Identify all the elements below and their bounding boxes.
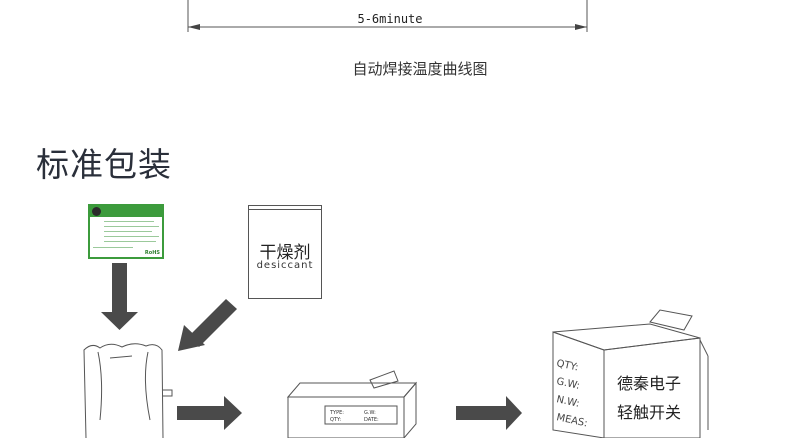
rohs-product-label: RoHS bbox=[88, 204, 164, 259]
box-label-gw: G.W: bbox=[364, 410, 376, 416]
duration-label: 5-6minute bbox=[357, 12, 423, 26]
right-arrow-icon bbox=[456, 396, 522, 430]
carton-label-line1: 德秦电子 bbox=[617, 374, 682, 393]
down-arrow-icon bbox=[101, 263, 138, 330]
desiccant-label-en: desiccant bbox=[256, 260, 314, 271]
box-label-qty: QTY: bbox=[330, 417, 341, 423]
desiccant-packet: 干燥剂 desiccant bbox=[248, 205, 322, 299]
label-line bbox=[104, 221, 154, 222]
esd-bag bbox=[83, 343, 173, 438]
desiccant-seal bbox=[248, 205, 322, 210]
label-line bbox=[93, 247, 133, 248]
label-line bbox=[104, 231, 152, 232]
carton-label-line2: 轻触开关 bbox=[617, 403, 682, 422]
right-arrow-icon bbox=[177, 396, 242, 430]
desiccant-label-cn: 干燥剂 bbox=[259, 243, 311, 263]
temperature-curve-caption: 自动焊接温度曲线图 bbox=[352, 60, 488, 78]
label-line bbox=[104, 241, 156, 242]
diagonal-arrow-icon bbox=[178, 299, 237, 351]
label-line bbox=[104, 226, 159, 227]
box-label-type: TYPE: bbox=[329, 410, 344, 416]
company-logo-icon bbox=[92, 207, 101, 216]
box-label-date: DATE: bbox=[364, 417, 379, 423]
label-header-bar bbox=[90, 206, 162, 217]
carton-side-meas: MEAS: bbox=[555, 412, 588, 429]
carton-side-qty: QTY: bbox=[555, 358, 579, 373]
rohs-mark: RoHS bbox=[144, 250, 160, 256]
label-line bbox=[104, 236, 159, 237]
carton-side-nw: N.W: bbox=[555, 394, 580, 410]
duration-dimension-line bbox=[187, 0, 588, 32]
section-title: 标准包装 bbox=[36, 145, 172, 184]
shipping-carton bbox=[552, 309, 709, 438]
inner-box bbox=[286, 370, 418, 438]
carton-side-gw: G.W: bbox=[555, 376, 580, 392]
